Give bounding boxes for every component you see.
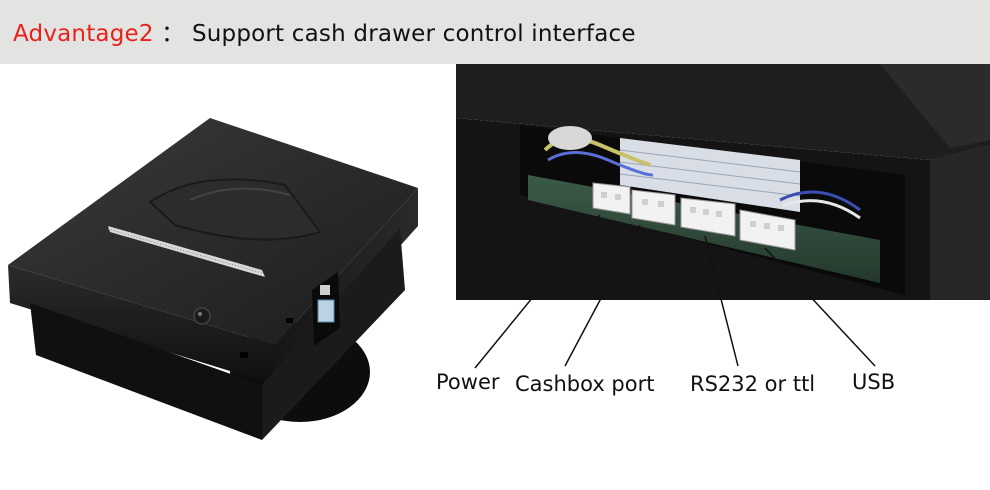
banner-text: Support cash drawer control interface: [191, 21, 636, 47]
power-label: Power: [436, 370, 500, 394]
rs232-callout-line: [704, 235, 739, 367]
connector-board-icon: [456, 64, 990, 300]
panel-printer-icon: [8, 118, 418, 440]
usb-connector: [739, 209, 796, 251]
banner-prefix: Advantage2: [13, 21, 154, 47]
title-banner: Advantage2 ： Support cash drawer control…: [0, 0, 990, 64]
power-callout-line: [474, 214, 601, 369]
banner-separator: ：: [161, 21, 185, 47]
cashbox-connector: [631, 189, 676, 226]
cashbox-callout-line: [564, 224, 641, 367]
rs232-label: RS232 or ttl: [690, 372, 816, 396]
usb-callout-line: [764, 247, 876, 367]
usb-label: USB: [852, 370, 896, 394]
banner-title: Advantage2 ： Support cash drawer control…: [13, 14, 636, 48]
power-connector: [592, 182, 631, 215]
cashbox-port-label: Cashbox port: [515, 372, 655, 396]
callout-lines: [474, 214, 876, 369]
rs232-connector: [680, 197, 736, 237]
